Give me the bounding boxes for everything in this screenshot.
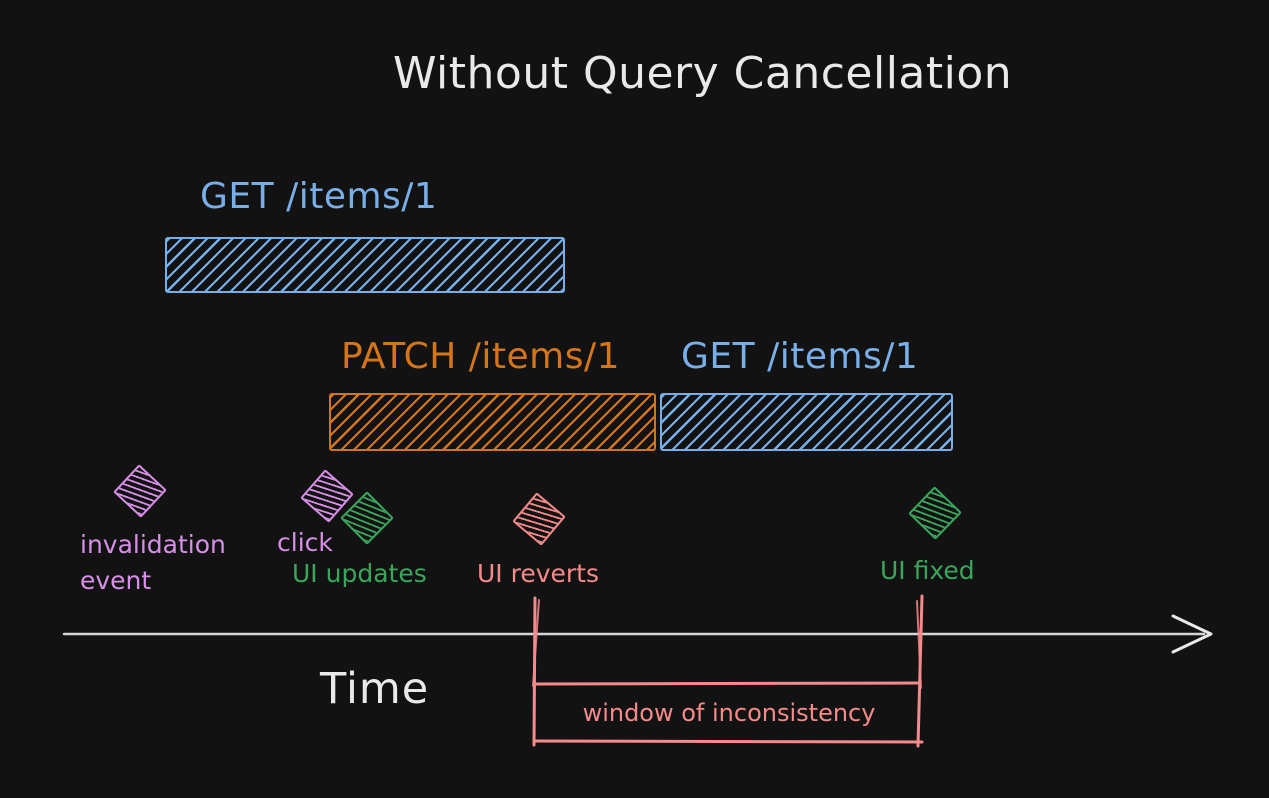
diamond-icon xyxy=(340,491,394,545)
diamond-icon xyxy=(512,492,566,546)
diamond-icon xyxy=(113,464,167,518)
patch-request-bar xyxy=(329,393,656,451)
ui-reverts-event-label: UI reverts xyxy=(477,559,600,588)
click-event-label: click xyxy=(277,528,333,557)
invalidation-event-marker xyxy=(113,464,167,518)
ui-fixed-event-label: UI fixed xyxy=(880,556,975,585)
ui-updates-event-marker xyxy=(340,491,394,545)
diamond-icon xyxy=(908,486,962,540)
patch-request-label: PATCH /items/1 xyxy=(341,336,621,377)
get2-request-label: GET /items/1 xyxy=(681,336,919,377)
get1-request-label: GET /items/1 xyxy=(200,176,438,217)
ui-updates-event-label: UI updates xyxy=(292,559,427,588)
window-of-inconsistency-label: window of inconsistency xyxy=(582,699,876,727)
invalidation-event-label: invalidation event xyxy=(80,530,226,595)
get1-request-bar xyxy=(165,237,565,293)
ui-fixed-event-marker xyxy=(908,486,962,540)
diagram-title: Without Query Cancellation xyxy=(393,48,1013,99)
ui-reverts-event-marker xyxy=(512,492,566,546)
get2-request-bar xyxy=(660,393,953,451)
time-axis-label: Time xyxy=(320,664,430,714)
